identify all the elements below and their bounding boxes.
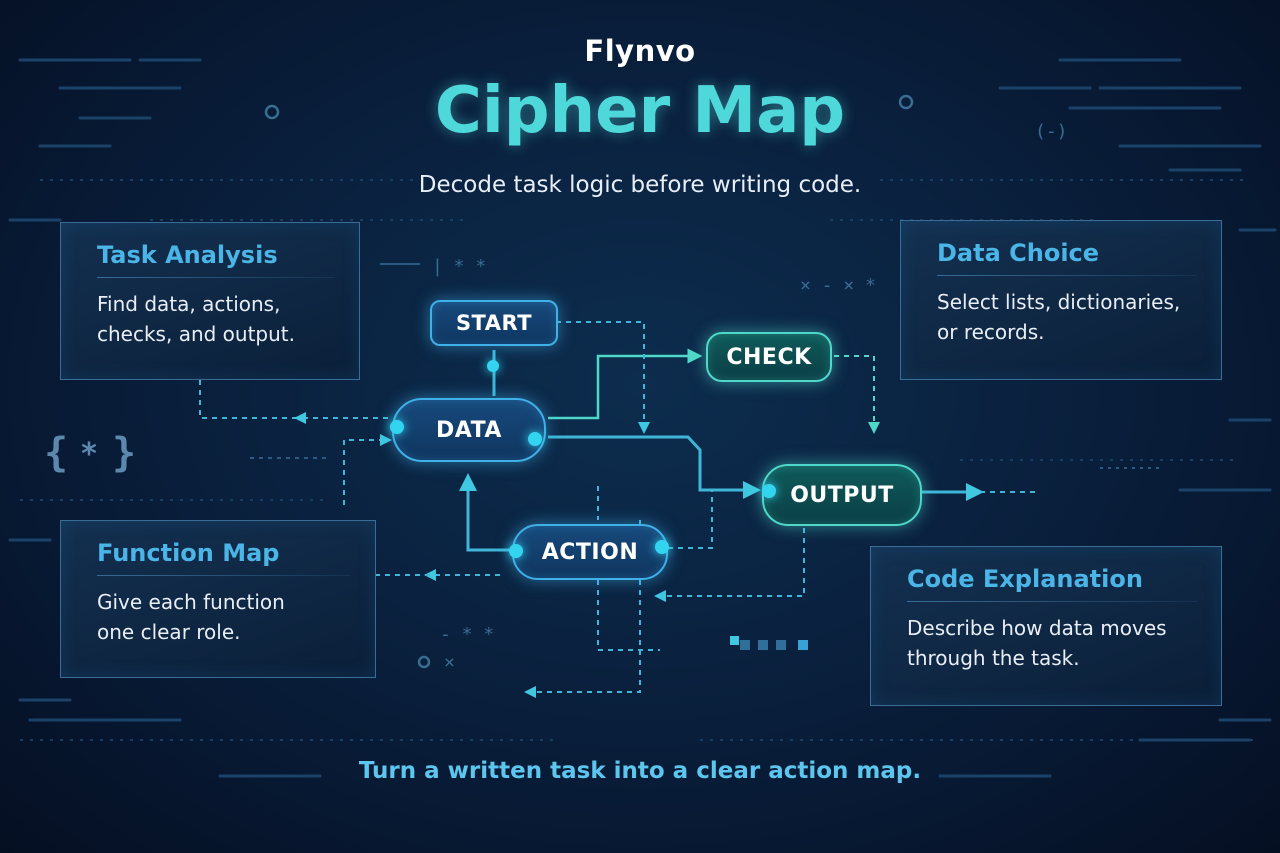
card-line: one clear role. xyxy=(97,620,241,644)
svg-text:| * *: | * * xyxy=(432,256,486,277)
card-line: or records. xyxy=(937,320,1045,344)
card-body: Describe how data moves through the task… xyxy=(907,613,1167,673)
svg-text:}: } xyxy=(112,430,136,476)
connector-action-data xyxy=(459,473,512,552)
node-output: OUTPUT xyxy=(762,464,922,526)
card-line: through the task. xyxy=(907,646,1080,670)
node-action-port-right xyxy=(655,540,669,554)
card-title: Data Choice xyxy=(937,239,1100,267)
connector-data-check xyxy=(548,348,703,420)
node-data-port-left xyxy=(390,420,404,434)
svg-text:× - × *: × - × * xyxy=(800,275,876,296)
svg-text:- * *: - * * xyxy=(440,624,494,645)
card-divider xyxy=(97,277,335,278)
card-body: Give each function one clear role. xyxy=(97,587,285,647)
card-body: Find data, actions, checks, and output. xyxy=(97,289,295,349)
node-start-port xyxy=(487,360,499,372)
svg-text:{: { xyxy=(44,430,68,476)
page-title: Cipher Map xyxy=(434,74,846,148)
card-divider xyxy=(97,575,351,576)
card-body: Select lists, dictionaries, or records. xyxy=(937,287,1180,347)
card-line: Describe how data moves xyxy=(907,616,1167,640)
card-code-explanation: Code Explanation Describe how data moves… xyxy=(870,546,1222,706)
card-line: Find data, actions, xyxy=(97,292,281,316)
node-check: CHECK xyxy=(706,332,832,382)
card-divider xyxy=(937,275,1197,276)
node-action-port-left xyxy=(509,544,523,558)
brand-name: Flynvo xyxy=(584,34,696,68)
connector-data-output xyxy=(548,435,761,499)
node-output-port xyxy=(762,484,776,498)
card-function-map: Function Map Give each function one clea… xyxy=(60,520,376,678)
card-line: Give each function xyxy=(97,590,285,614)
footer-tagline: Turn a written task into a clear action … xyxy=(358,758,922,784)
svg-text:×: × xyxy=(444,652,455,673)
node-start: START xyxy=(430,300,558,346)
card-task-analysis: Task Analysis Find data, actions, checks… xyxy=(60,222,360,380)
card-line: Select lists, dictionaries, xyxy=(937,290,1181,314)
card-data-choice: Data Choice Select lists, dictionaries, … xyxy=(900,220,1222,380)
svg-text:(-): (-) xyxy=(1035,121,1068,142)
card-line: checks, and output. xyxy=(97,322,295,346)
page-subtitle: Decode task logic before writing code. xyxy=(418,172,862,198)
card-title: Task Analysis xyxy=(97,241,278,269)
svg-text:*: * xyxy=(80,437,98,472)
node-data: DATA xyxy=(392,398,546,462)
card-title: Code Explanation xyxy=(907,565,1143,593)
card-divider xyxy=(907,601,1197,602)
node-data-port-right xyxy=(528,432,542,446)
card-title: Function Map xyxy=(97,539,280,567)
node-action: ACTION xyxy=(512,524,668,580)
